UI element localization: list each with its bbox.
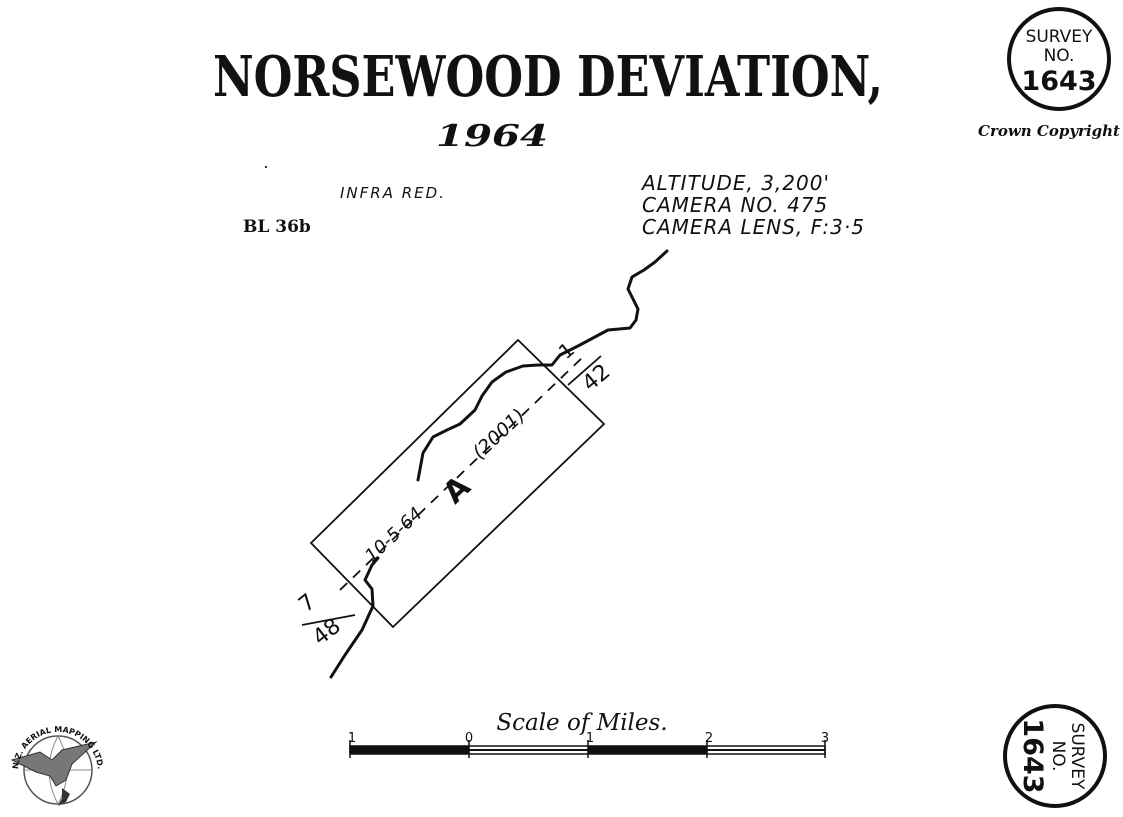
sheet-year: 1964 — [436, 119, 548, 154]
stamp-number: 1643 — [1021, 66, 1096, 97]
run-start-tick — [301, 614, 356, 626]
stamp-line-survey: SURVEY — [1067, 723, 1087, 790]
run-frames-label: (2001) — [468, 404, 529, 463]
scale-bar-title: Scale of Miles. — [496, 710, 667, 736]
run-date-label: 10-5-64 — [361, 503, 427, 566]
survey-stamp-bottom: SURVEY NO. 1643 — [1003, 704, 1107, 808]
scale-bar-segment-3 — [588, 746, 707, 754]
logo-nz-map — [58, 788, 70, 806]
paper-speck — [264, 165, 268, 169]
crown-copyright: Crown Copyright — [978, 122, 1120, 140]
run-start-bottom-label: 48 — [308, 614, 345, 651]
altitude-label: ALTITUDE, 3,200' — [640, 171, 830, 195]
run-letter: A — [437, 469, 478, 511]
scale-bar: Scale of Miles. 1 0 1 2 3 — [348, 710, 829, 758]
scale-bar-segment-1 — [350, 746, 469, 754]
logo-eagle — [10, 741, 98, 787]
run-end-tick — [567, 355, 602, 386]
camera-number-label: CAMERA NO. 475 — [642, 193, 828, 217]
sheet-title: NORSEWOOD DEVIATION, — [213, 44, 883, 110]
scale-tick-label: 0 — [465, 731, 473, 746]
scale-bar-segment-2 — [469, 749, 588, 751]
film-type-label: INFRA RED. — [340, 184, 446, 202]
sheet-reference: BL 36b — [243, 217, 311, 237]
scale-bar-segment-4 — [707, 749, 825, 751]
flight-line — [339, 354, 586, 591]
aerial-mapping-logo: N.Z. AERIAL MAPPING LTD. — [10, 725, 105, 806]
run-end-bottom-label: 42 — [578, 359, 616, 396]
stamp-circle — [1003, 704, 1107, 808]
stamp-line-no: NO. — [1044, 46, 1075, 66]
stamp-circle — [1007, 7, 1111, 111]
survey-stamp-top: SURVEY NO. 1643 — [1007, 7, 1111, 111]
river-line — [329, 249, 669, 679]
photo-coverage-strip — [309, 338, 606, 629]
scale-tick-label: 3 — [821, 731, 829, 746]
stamp-line-no: NO. — [1048, 741, 1068, 772]
camera-lens-label: CAMERA LENS, F:3·5 — [642, 215, 865, 239]
scale-tick-label: 2 — [705, 731, 713, 746]
stamp-line-survey: SURVEY — [1026, 27, 1093, 47]
run-start-top-label: 7 — [294, 589, 320, 617]
scale-tick-label: 1 — [348, 731, 356, 746]
scale-tick-label: 1 — [586, 731, 594, 746]
stamp-number: 1643 — [1017, 718, 1048, 793]
